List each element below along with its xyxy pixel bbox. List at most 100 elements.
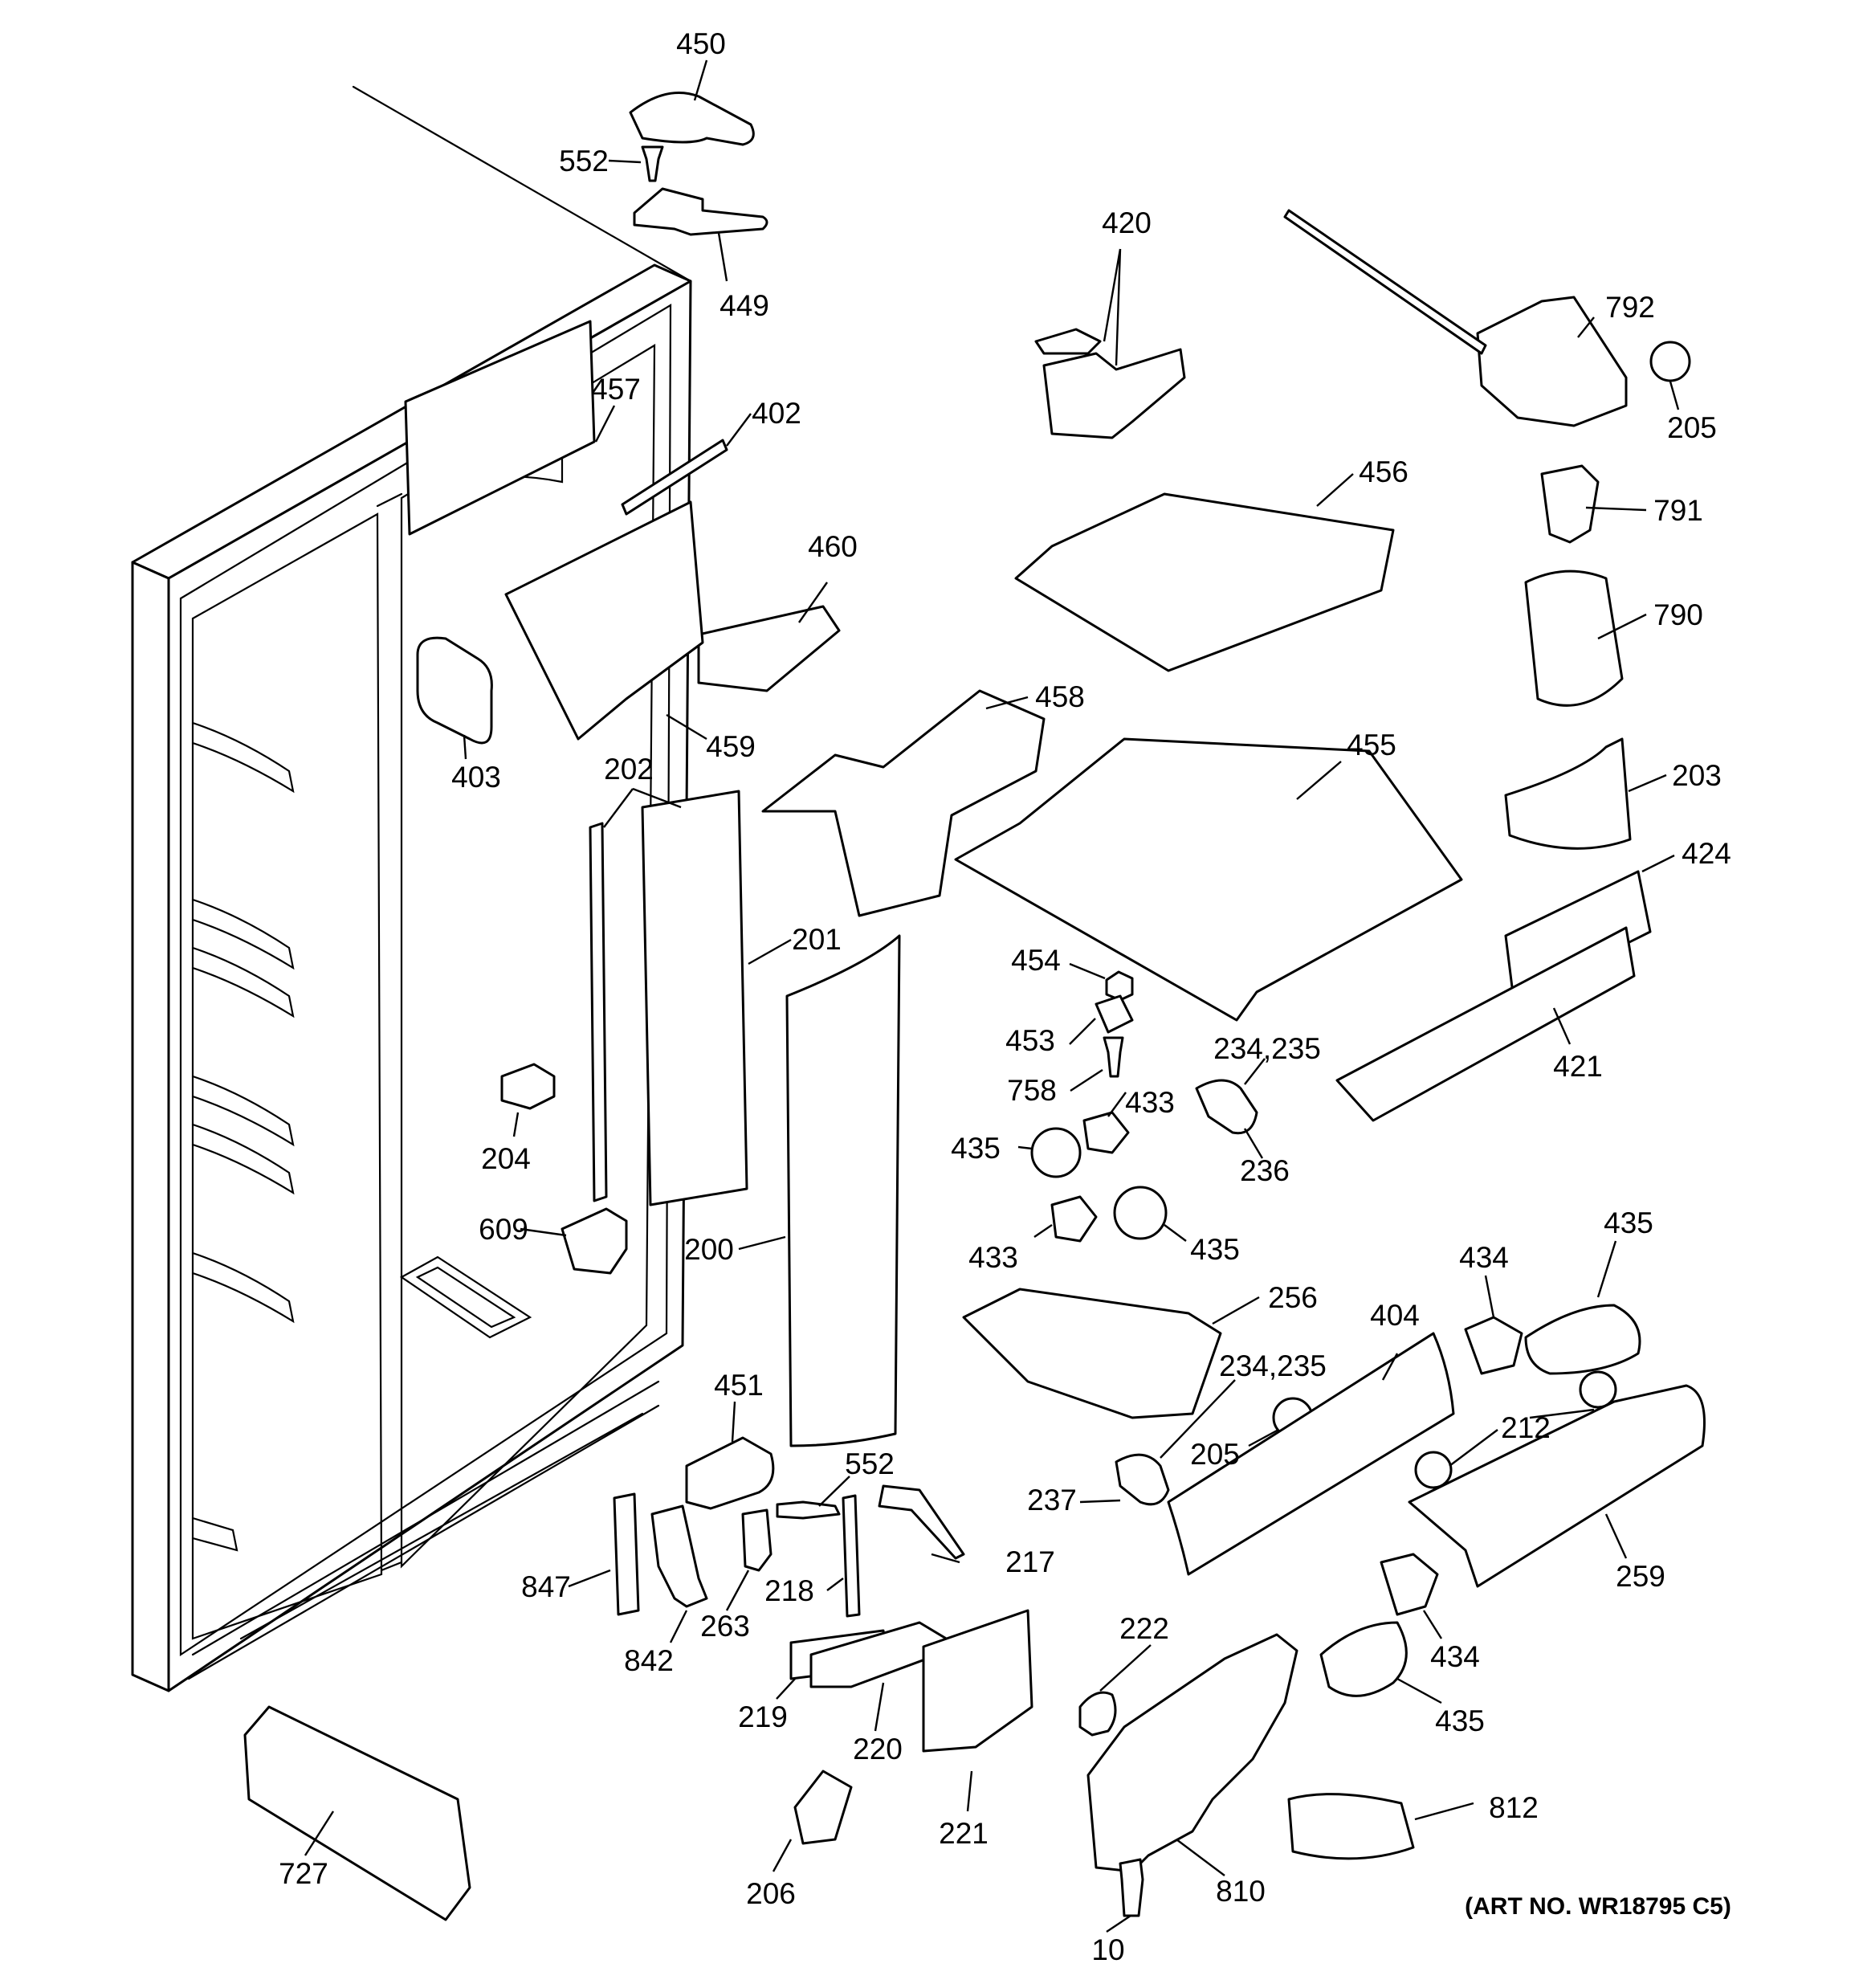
part-758-screw xyxy=(1103,1036,1124,1078)
callout-450: 450 xyxy=(676,27,726,60)
part-453-clip xyxy=(1095,994,1134,1034)
callout-218: 218 xyxy=(764,1574,814,1607)
part-847-spring xyxy=(613,1492,640,1616)
part-204-fastener xyxy=(500,1063,556,1110)
part-552-screw-top xyxy=(641,145,664,182)
callout-609: 609 xyxy=(479,1213,528,1246)
callout-792: 792 xyxy=(1605,291,1655,324)
callout-212: 212 xyxy=(1501,1411,1551,1444)
part-435-bulb-upper-left xyxy=(1030,1127,1082,1178)
callout-791: 791 xyxy=(1653,494,1703,527)
part-459-housing xyxy=(504,500,704,741)
callout-758: 758 xyxy=(1007,1074,1057,1107)
part-727-kickplate xyxy=(243,1705,471,1921)
callout-256: 256 xyxy=(1268,1281,1318,1314)
part-203-filter-cover xyxy=(1504,737,1632,850)
callout-457: 457 xyxy=(591,373,641,406)
callout-434-upper: 434 xyxy=(1459,1241,1509,1274)
part-420-wire-harness xyxy=(1034,328,1102,355)
part-790-water-filter xyxy=(1524,569,1624,707)
callout-847: 847 xyxy=(521,1570,571,1603)
part-205-grommet-right xyxy=(1649,341,1691,382)
part-451-lower-hinge xyxy=(685,1436,775,1510)
part-458-duct xyxy=(761,689,1046,917)
callout-10: 10 xyxy=(1091,1933,1124,1966)
part-236-lamp-wire xyxy=(1195,1079,1258,1135)
part-421-dispenser-frame xyxy=(1335,926,1636,1122)
part-455-tray xyxy=(954,737,1463,1022)
callout-404: 404 xyxy=(1370,1299,1420,1332)
part-433-socket-upper xyxy=(1082,1111,1130,1154)
part-256-shield xyxy=(962,1288,1222,1419)
callout-812: 812 xyxy=(1489,1791,1539,1824)
part-435-bulb-lower-right xyxy=(1319,1621,1408,1697)
part-810-water-valve xyxy=(1086,1633,1298,1873)
part-434-socket-upper xyxy=(1464,1316,1523,1375)
callout-205-center: 205 xyxy=(1190,1438,1240,1471)
leader-lines xyxy=(304,59,1680,1933)
callout-259: 259 xyxy=(1616,1560,1665,1593)
callout-434-lower: 434 xyxy=(1430,1640,1480,1673)
callout-220: 220 xyxy=(853,1733,903,1766)
callout-222: 222 xyxy=(1119,1612,1169,1645)
callout-435-upper-right: 435 xyxy=(1604,1206,1653,1239)
part-404-lens xyxy=(1167,1332,1455,1576)
callout-449: 449 xyxy=(720,289,769,322)
part-222-cap xyxy=(1078,1691,1117,1737)
callout-263: 263 xyxy=(700,1610,750,1643)
part-450-hinge-cover xyxy=(629,92,755,146)
callout-435-lower-right: 435 xyxy=(1435,1704,1485,1737)
callout-202: 202 xyxy=(604,753,654,786)
callout-459: 459 xyxy=(706,730,756,763)
part-457-control-panel xyxy=(404,320,596,536)
callout-219: 219 xyxy=(738,1700,788,1733)
part-218-lever xyxy=(842,1494,861,1618)
callout-234-235-lower: 234,235 xyxy=(1219,1349,1327,1382)
callout-403: 403 xyxy=(451,761,501,794)
callout-433-lower: 433 xyxy=(968,1241,1018,1274)
part-201-panel xyxy=(641,790,748,1206)
part-456-evaporator-cover xyxy=(1014,492,1395,672)
callout-456: 456 xyxy=(1359,455,1408,488)
callout-201: 201 xyxy=(792,923,842,956)
part-552-screw-lower xyxy=(776,1500,841,1520)
callout-453: 453 xyxy=(1005,1024,1055,1057)
part-434-socket-lower xyxy=(1380,1553,1439,1616)
callout-460: 460 xyxy=(808,530,858,563)
part-424-control-board xyxy=(1504,870,1652,1002)
refrigerator-cabinet xyxy=(131,85,692,1692)
callout-552-lower: 552 xyxy=(845,1447,895,1480)
callout-234-235-upper: 234,235 xyxy=(1213,1032,1321,1065)
callout-237: 237 xyxy=(1027,1484,1077,1517)
part-792-filter-head xyxy=(1476,296,1628,427)
part-221-dispenser-housing xyxy=(922,1609,1033,1753)
part-200-door-liner xyxy=(785,934,901,1447)
art-number: (ART NO. WR18795 C5) xyxy=(1465,1893,1731,1920)
callout-433-upper: 433 xyxy=(1125,1086,1175,1119)
callout-424: 424 xyxy=(1682,837,1731,870)
callout-200: 200 xyxy=(684,1233,734,1266)
callout-labels: 450 552 449 457 402 460 459 403 202 201 … xyxy=(279,27,1731,1966)
callout-402: 402 xyxy=(752,397,801,430)
part-435-bulb-lower xyxy=(1113,1186,1168,1240)
callout-205-right: 205 xyxy=(1667,411,1717,444)
callout-455: 455 xyxy=(1347,729,1396,761)
callout-206: 206 xyxy=(746,1877,796,1910)
callout-727: 727 xyxy=(279,1857,328,1890)
part-449-top-hinge xyxy=(633,187,768,236)
callout-420: 420 xyxy=(1102,206,1152,239)
part-791-filter-bypass xyxy=(1540,464,1600,544)
part-263-bushing xyxy=(741,1508,773,1572)
callout-451: 451 xyxy=(714,1369,764,1402)
callout-236: 236 xyxy=(1240,1154,1290,1187)
part-792-tube xyxy=(1283,209,1487,355)
part-212-grommet-upper xyxy=(1579,1370,1617,1409)
part-402-rod xyxy=(621,439,728,516)
callout-552: 552 xyxy=(559,145,609,178)
part-202-seal-strip xyxy=(589,822,608,1202)
part-435-bulb-upper-right xyxy=(1524,1304,1641,1375)
callout-221: 221 xyxy=(939,1817,989,1850)
callout-435-upper-left: 435 xyxy=(951,1132,1001,1165)
callout-454: 454 xyxy=(1011,944,1061,977)
